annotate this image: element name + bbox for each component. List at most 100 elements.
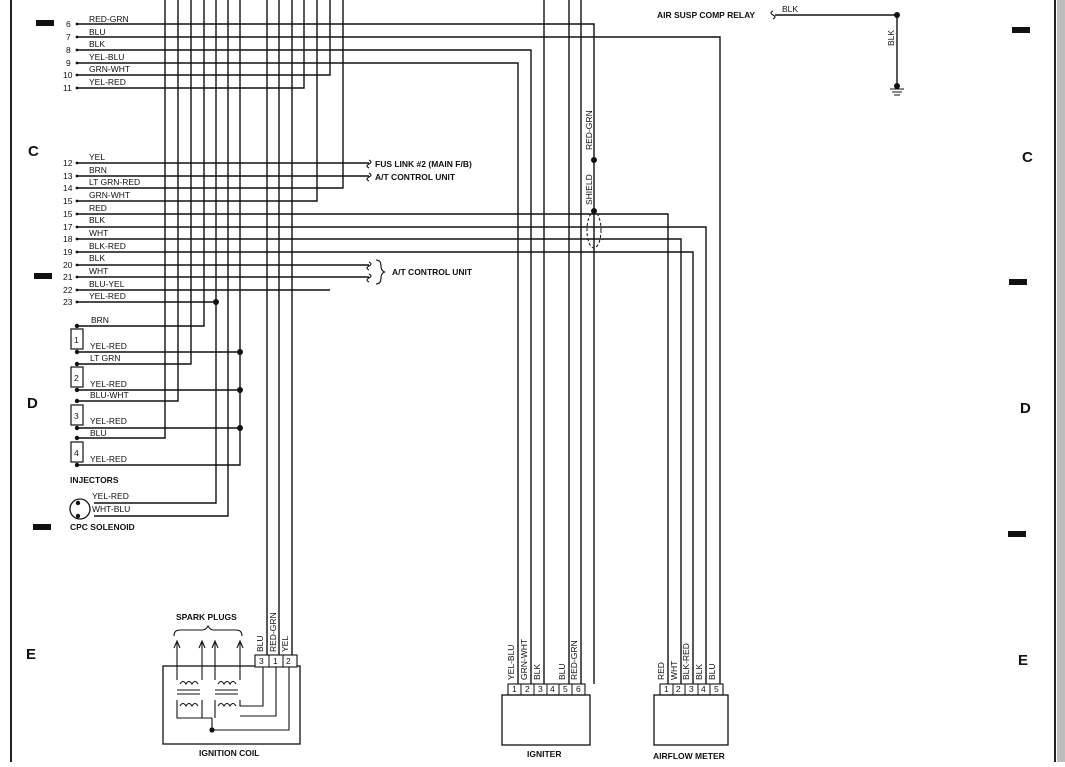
connector-symbol bbox=[770, 10, 776, 20]
injector-wire-label: BRN bbox=[91, 315, 109, 325]
splice-dot bbox=[894, 83, 900, 89]
coil-wire-label: YEL bbox=[280, 636, 290, 652]
wire-label: GRN-WHT bbox=[89, 190, 130, 200]
wire-red-2 bbox=[77, 213, 669, 684]
igniter-pin: 5 bbox=[563, 684, 568, 694]
airflow-wire-label: WHT bbox=[669, 661, 679, 680]
injector-wire-label: BLU bbox=[90, 428, 107, 438]
coil-pin: 1 bbox=[273, 656, 278, 666]
splice-dot bbox=[237, 387, 243, 393]
wire-label: WHT bbox=[89, 228, 108, 238]
pin-number: 22 bbox=[63, 285, 73, 295]
pin-number: 9 bbox=[66, 58, 71, 68]
wire-label: RED bbox=[89, 203, 107, 213]
wire-blk-red bbox=[77, 251, 694, 684]
wire-label: WHT bbox=[89, 266, 108, 276]
air-susp-vertical-label: BLK bbox=[886, 30, 896, 46]
pin-number: 7 bbox=[66, 32, 71, 42]
at-control-label: A/T CONTROL UNIT bbox=[375, 172, 456, 182]
wire-label: BRN bbox=[89, 165, 107, 175]
igniter-wire-label: YEL-BLU bbox=[506, 645, 516, 680]
coil-wire-label: RED-GRN bbox=[268, 612, 278, 652]
wire-blk-2 bbox=[77, 226, 707, 684]
wire-cpc-yel-red bbox=[94, 0, 217, 504]
coil-pin: 2 bbox=[286, 656, 291, 666]
pin-number: 14 bbox=[63, 183, 73, 193]
wire-injector-yel-red-taps bbox=[77, 351, 240, 429]
pin-number: 21 bbox=[63, 272, 73, 282]
shield-ellipse bbox=[586, 211, 602, 249]
ignition-coil-label: IGNITION COIL bbox=[199, 748, 259, 758]
igniter-pin: 2 bbox=[525, 684, 530, 694]
wire-label: YEL bbox=[89, 152, 105, 162]
pin-number: 13 bbox=[63, 171, 73, 181]
airflow-wire-label: BLK-RED bbox=[681, 643, 691, 680]
splice-dot bbox=[591, 208, 597, 214]
airflow-wire-label: RED bbox=[656, 662, 666, 680]
pin-number: 12 bbox=[63, 158, 73, 168]
wire-wht-2 bbox=[77, 238, 682, 684]
cpc-solenoid-label: CPC SOLENOID bbox=[70, 522, 135, 532]
airflow-wire-label: BLU bbox=[707, 663, 717, 680]
splice-dot bbox=[591, 157, 597, 163]
airflow-pin: 3 bbox=[689, 684, 694, 694]
connector-symbol bbox=[366, 172, 372, 182]
wire-label: BLK bbox=[89, 215, 105, 225]
red-grn-vertical-label: RED-GRN bbox=[584, 110, 594, 150]
zone-tick bbox=[1012, 27, 1030, 33]
wire-label: YEL-BLU bbox=[89, 52, 124, 62]
zone-label-e: E bbox=[1018, 652, 1028, 669]
injector-wire-label: YEL-RED bbox=[90, 416, 127, 426]
ignition-coil bbox=[162, 654, 301, 745]
wire-lt-grn-red bbox=[77, 0, 344, 189]
pin-number: 23 bbox=[63, 297, 73, 307]
injector-number: 3 bbox=[74, 411, 79, 421]
wire-label: BLU-YEL bbox=[89, 279, 125, 289]
wire-air-susp-blk bbox=[775, 14, 898, 88]
igniter-pin: 4 bbox=[550, 684, 555, 694]
zone-label-d: D bbox=[1020, 400, 1031, 417]
wire-injector1-brn bbox=[77, 0, 205, 327]
airflow-meter bbox=[653, 683, 729, 746]
igniter-wire-label: RED-GRN bbox=[569, 640, 579, 680]
shield-label: SHIELD bbox=[584, 174, 594, 205]
igniter-pin: 6 bbox=[576, 684, 581, 694]
wire-red-grn bbox=[77, 23, 595, 160]
injector-number: 2 bbox=[74, 373, 79, 383]
pin-number: 15 bbox=[63, 209, 73, 219]
injector-number: 1 bbox=[74, 335, 79, 345]
pin-number: 19 bbox=[63, 247, 73, 257]
pin-dots bbox=[75, 22, 79, 304]
ground-icon bbox=[890, 88, 904, 96]
airflow-pin: 5 bbox=[714, 684, 719, 694]
injector-number: 4 bbox=[74, 448, 79, 458]
cpc-wire-label: WHT-BLU bbox=[92, 504, 130, 514]
zone-tick bbox=[36, 20, 54, 26]
igniter-wire-label: GRN-WHT bbox=[519, 639, 529, 680]
connector-symbol bbox=[366, 261, 372, 271]
injector-2: 2 bbox=[70, 361, 84, 393]
splice-dot bbox=[237, 349, 243, 355]
igniter-wire-label: BLK bbox=[532, 664, 542, 680]
injector-1: 1 bbox=[70, 323, 84, 355]
igniter bbox=[501, 683, 591, 746]
injector-wire-label: LT GRN bbox=[90, 353, 120, 363]
splice-dot bbox=[213, 299, 219, 305]
injector-wire-label: BLU-WHT bbox=[90, 390, 129, 400]
wire-injector-yel-red-bus bbox=[77, 0, 241, 466]
airflow-meter-label: AIRFLOW METER bbox=[653, 751, 725, 761]
wire-label: RED-GRN bbox=[89, 14, 129, 24]
cpc-solenoid bbox=[69, 498, 91, 520]
wire-label: BLK bbox=[89, 253, 105, 263]
pin-number: 20 bbox=[63, 260, 73, 270]
wire-blu bbox=[77, 36, 721, 684]
zone-label-d: D bbox=[27, 395, 38, 412]
spark-plugs-label: SPARK PLUGS bbox=[176, 612, 237, 622]
injectors-label: INJECTORS bbox=[70, 475, 119, 485]
wire-label: BLU bbox=[89, 27, 106, 37]
wire-label: LT GRN-RED bbox=[89, 177, 140, 187]
splice-dot bbox=[894, 12, 900, 18]
zone-label-c: C bbox=[1022, 149, 1033, 166]
